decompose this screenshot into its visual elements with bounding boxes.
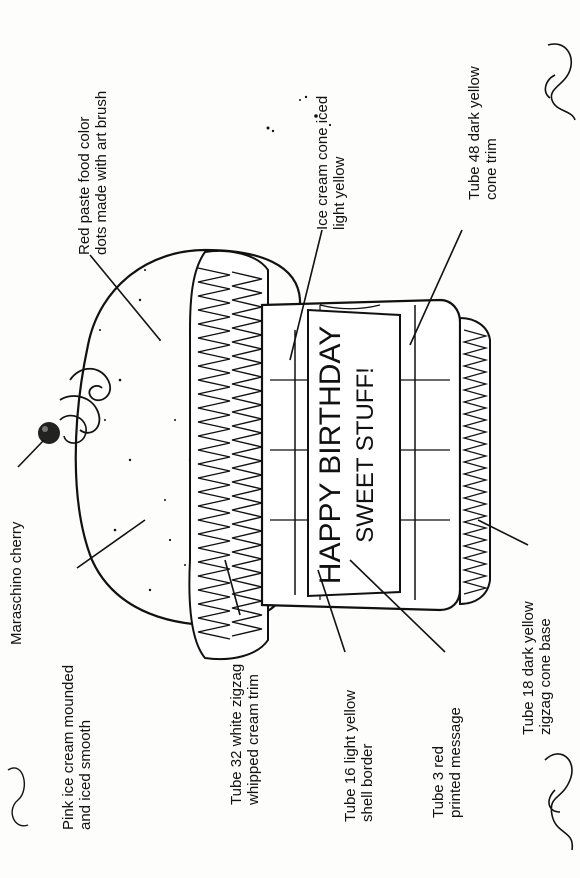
cone-base-zigzag [460,318,490,604]
label-tube32-line1: Tube 32 white zigzag [228,664,245,805]
label-tube16: Tube 16 light yellow shell border [342,690,376,822]
label-cone-iced: Ice cream cone iced light yellow [314,96,348,230]
label-tube32: Tube 32 white zigzag whipped cream trim [228,664,262,805]
label-tube18: Tube 18 dark yellow zigzag cone base [520,601,554,735]
label-coneiced-line1: Ice cream cone iced [314,96,331,230]
label-tube3-line1: Tube 3 red [430,707,447,818]
label-tube48: Tube 48 dark yellow cone trim [466,66,500,200]
label-maraschino-cherry: Maraschino cherry [8,522,25,645]
whipped-cream-trim [189,251,268,659]
label-tube32-line2: whipped cream trim [245,664,262,805]
cherry-mark [38,422,60,444]
label-maraschino-line1: Maraschino cherry [8,522,25,645]
label-tube16-line2: shell border [359,690,376,822]
label-coneiced-line2: light yellow [331,96,348,230]
cake-message-line1: HAPPY BIRTHDAY [314,326,347,584]
label-tube3-line2: printed message [447,707,464,818]
label-redpaste-line1: Red paste food color [76,91,93,255]
label-tube18-line1: Tube 18 dark yellow [520,601,537,735]
border-doodle-top [545,44,575,120]
label-pink-line1: Pink ice cream mounded [60,665,77,830]
label-redpaste-line2: dots made with art brush [93,91,110,255]
label-tube48-line2: cone trim [483,66,500,200]
cake-message-line2: SWEET STUFF! [352,367,379,543]
border-doodle-bottom [545,754,572,850]
label-pink-line2: and iced smooth [77,665,94,830]
label-tube18-line2: zigzag cone base [537,601,554,735]
leader-maraschino [18,440,44,467]
label-pink-ice-cream: Pink ice cream mounded and iced smooth [60,665,94,830]
leader-red-paste [90,255,160,340]
label-tube16-line1: Tube 16 light yellow [342,690,359,822]
label-tube48-line1: Tube 48 dark yellow [466,66,483,200]
label-tube3: Tube 3 red printed message [430,707,464,818]
border-doodle-left [8,768,28,826]
label-red-paste: Red paste food color dots made with art … [76,91,110,255]
